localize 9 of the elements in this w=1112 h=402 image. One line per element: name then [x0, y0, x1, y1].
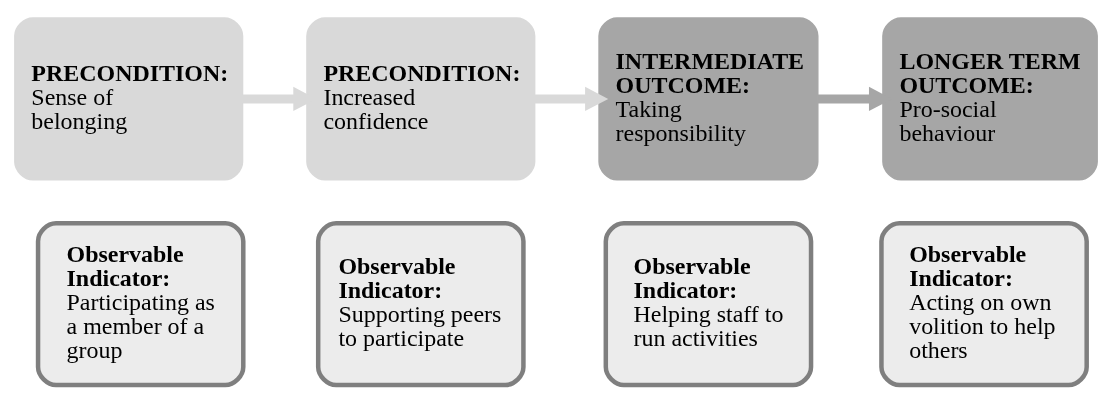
node-box: LONGER TERM OUTCOME: Pro-social behaviour: [882, 16, 1098, 181]
node-box: PRECONDITION: Increased confidence: [306, 16, 536, 181]
node-box: Observable Indicator: Participating as a member of a group: [35, 220, 246, 387]
node-box: PRECONDITION: Sense of belonging: [14, 16, 244, 181]
node-box: Observable Indicator: Acting on own volition to help others: [879, 220, 1089, 387]
node-box: Observable Indicator: Supporting peers to participate: [315, 220, 526, 387]
node-box: INTERMEDIATE OUTCOME: Taking responsibility: [598, 16, 819, 181]
node-box: Observable Indicator: Helping staff to run activities: [603, 220, 814, 387]
arrow: [534, 86, 609, 111]
